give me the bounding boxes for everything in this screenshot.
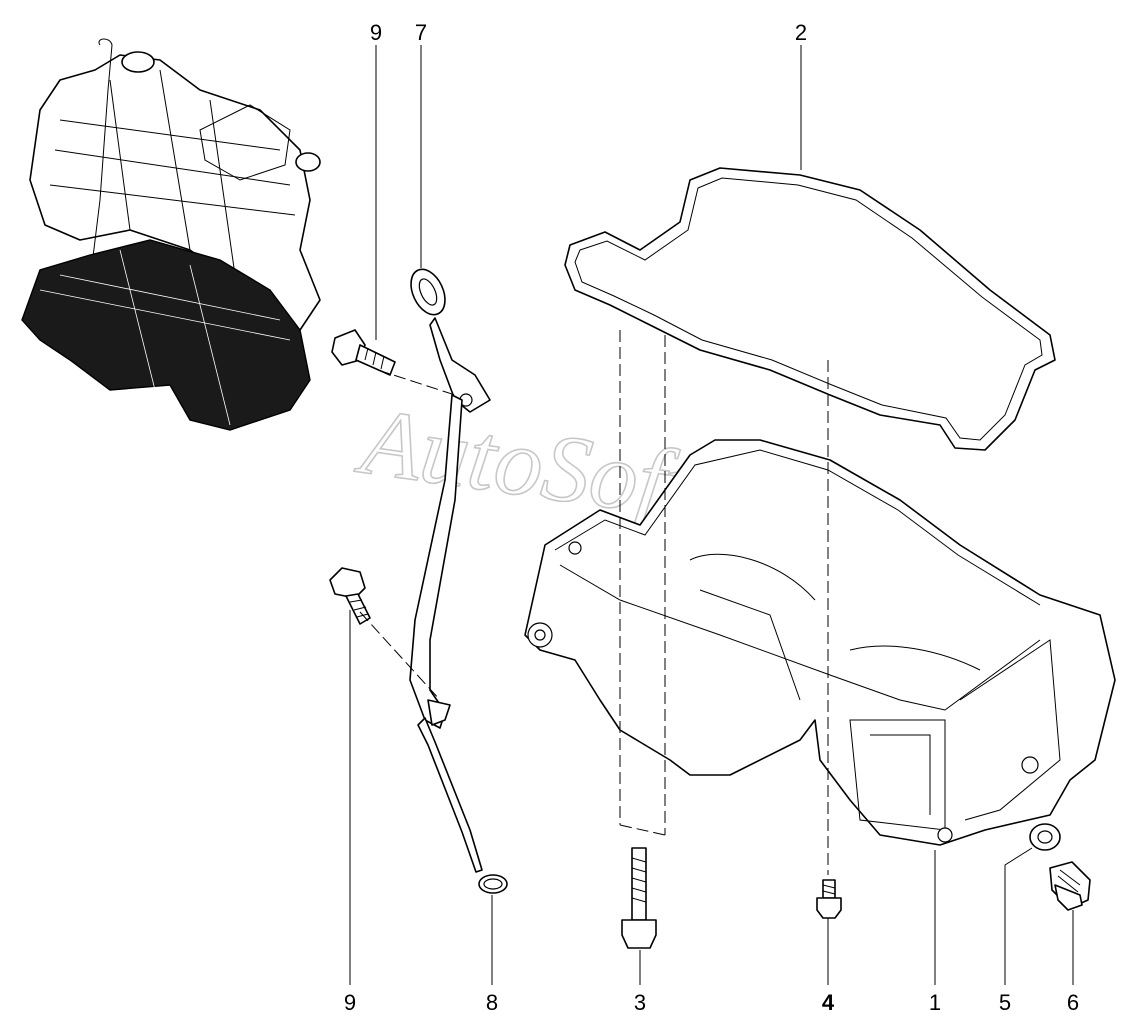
oil-drain-plug bbox=[1049, 861, 1091, 911]
oil-dipstick bbox=[409, 268, 491, 873]
callout-4: 4 bbox=[822, 990, 835, 1015]
oil-pan-long-bolt bbox=[621, 847, 657, 949]
callout-9-top: 9 bbox=[370, 20, 382, 45]
oil-pan-short-bolt bbox=[816, 879, 842, 919]
oil-pan-gasket bbox=[564, 167, 1056, 451]
leader-5 bbox=[1004, 847, 1033, 985]
callout-5: 5 bbox=[999, 990, 1011, 1015]
assembly-line-bolt9-lower bbox=[359, 611, 441, 701]
engine-overview-illustration bbox=[21, 38, 321, 431]
callout-2: 2 bbox=[795, 20, 807, 45]
callout-3: 3 bbox=[634, 990, 646, 1015]
dipstick-bolt-upper bbox=[331, 329, 396, 376]
assembly-line-bolt9-upper bbox=[377, 369, 456, 396]
callout-7: 7 bbox=[415, 20, 427, 45]
callout-1: 1 bbox=[929, 990, 941, 1015]
assembly-line-bolt3 bbox=[619, 330, 666, 836]
callout-8: 8 bbox=[486, 990, 498, 1015]
callout-6: 6 bbox=[1067, 990, 1079, 1015]
callout-9-bottom: 9 bbox=[344, 990, 356, 1015]
